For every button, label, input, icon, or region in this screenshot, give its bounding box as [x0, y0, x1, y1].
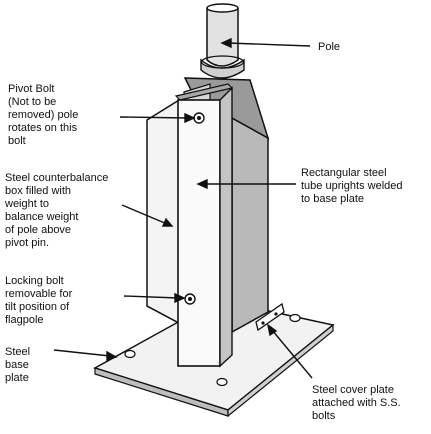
label-pole: Pole — [318, 41, 340, 53]
counterbalance-arrow — [121, 204, 168, 225]
cover-plate-arrow — [271, 329, 313, 379]
base-plate-arrow — [53, 349, 111, 357]
steel-cover-plate — [255, 302, 285, 332]
label-pivot-bolt: Pivot Bolt (Not to be removed) pole rota… — [8, 83, 81, 147]
label-counterbalance-box: Steel counterbalance box filled with wei… — [4, 172, 111, 249]
locking-bolt-arrow — [123, 295, 179, 299]
label-cover-plate: Steel cover plate attached with S.S. bol… — [312, 384, 404, 422]
label-base-plate: Steel base plate — [5, 346, 33, 384]
base-hole — [124, 349, 136, 359]
base-hole — [216, 377, 228, 387]
base-hole — [289, 313, 301, 323]
locking-bolt-head — [184, 293, 196, 305]
pole-arrow — [227, 42, 311, 47]
label-uprights: Rectangular steel tube uprights welded t… — [301, 167, 406, 205]
label-locking-bolt: Locking bolt removable for tilt position… — [5, 275, 75, 326]
pole — [200, 3, 245, 79]
pivot-bolt-arrow — [119, 116, 189, 119]
leader-arrows — [53, 37, 313, 379]
front-upright — [174, 83, 234, 368]
